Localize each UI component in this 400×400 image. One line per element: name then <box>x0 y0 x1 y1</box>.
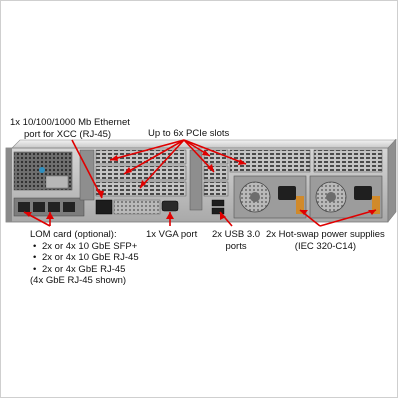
callout-arrows <box>23 139 377 227</box>
lom-option: 2x or 4x 10 GbE SFP+ <box>30 241 139 253</box>
arrow-psu-2 <box>319 209 377 227</box>
callout-ethernet-line1: 1x 10/100/1000 Mb Ethernet <box>10 117 130 128</box>
callout-usb-line1: 2x USB 3.0 <box>212 229 261 240</box>
callout-ethernet-line2: port for XCC (RJ-45) <box>24 128 112 140</box>
arrowheads <box>24 150 376 220</box>
lom-option: 2x or 4x 10 GbE RJ-45 <box>30 252 139 264</box>
callout-lom: LOM card (optional): 2x or 4x 10 GbE SFP… <box>30 229 139 287</box>
callout-lom-note: (4x GbE RJ-45 shown) <box>30 275 127 286</box>
callout-psu: 2x Hot-swap power supplies (IEC 320-C14) <box>266 229 385 252</box>
vga-port <box>161 200 179 212</box>
usb-port-2 <box>211 207 225 215</box>
pcie-slot-2 <box>95 165 187 181</box>
callout-usb: 2x USB 3.0 ports <box>212 229 260 252</box>
pcie-slot-3 <box>95 181 187 197</box>
xcc-ethernet-port <box>95 199 113 215</box>
usb-port-1 <box>211 199 225 207</box>
arrow-pcie-6 <box>183 139 247 165</box>
callout-ethernet: 1x 10/100/1000 Mb Ethernet port for XCC … <box>10 117 130 140</box>
arrow-ethernet <box>71 139 103 199</box>
callout-lom-title: LOM card (optional): <box>30 229 117 240</box>
lom-option-list: 2x or 4x 10 GbE SFP+ 2x or 4x 10 GbE RJ-… <box>30 241 139 276</box>
arrow-pcie-1 <box>109 139 185 161</box>
callout-pcie: Up to 6x PCIe slots <box>148 128 230 139</box>
pcie-slot-6 <box>203 181 229 197</box>
callout-psu-line2: (IEC 320-C14) <box>294 240 357 252</box>
callout-usb-line2: ports <box>225 240 247 252</box>
lom-option: 2x or 4x GbE RJ-45 <box>30 264 139 276</box>
arrow-pcie-2 <box>123 139 185 175</box>
callout-vga: 1x VGA port <box>146 229 198 240</box>
arrow-pcie-3 <box>139 139 185 189</box>
callout-psu-line1: 2x Hot-swap power supplies <box>266 229 385 240</box>
